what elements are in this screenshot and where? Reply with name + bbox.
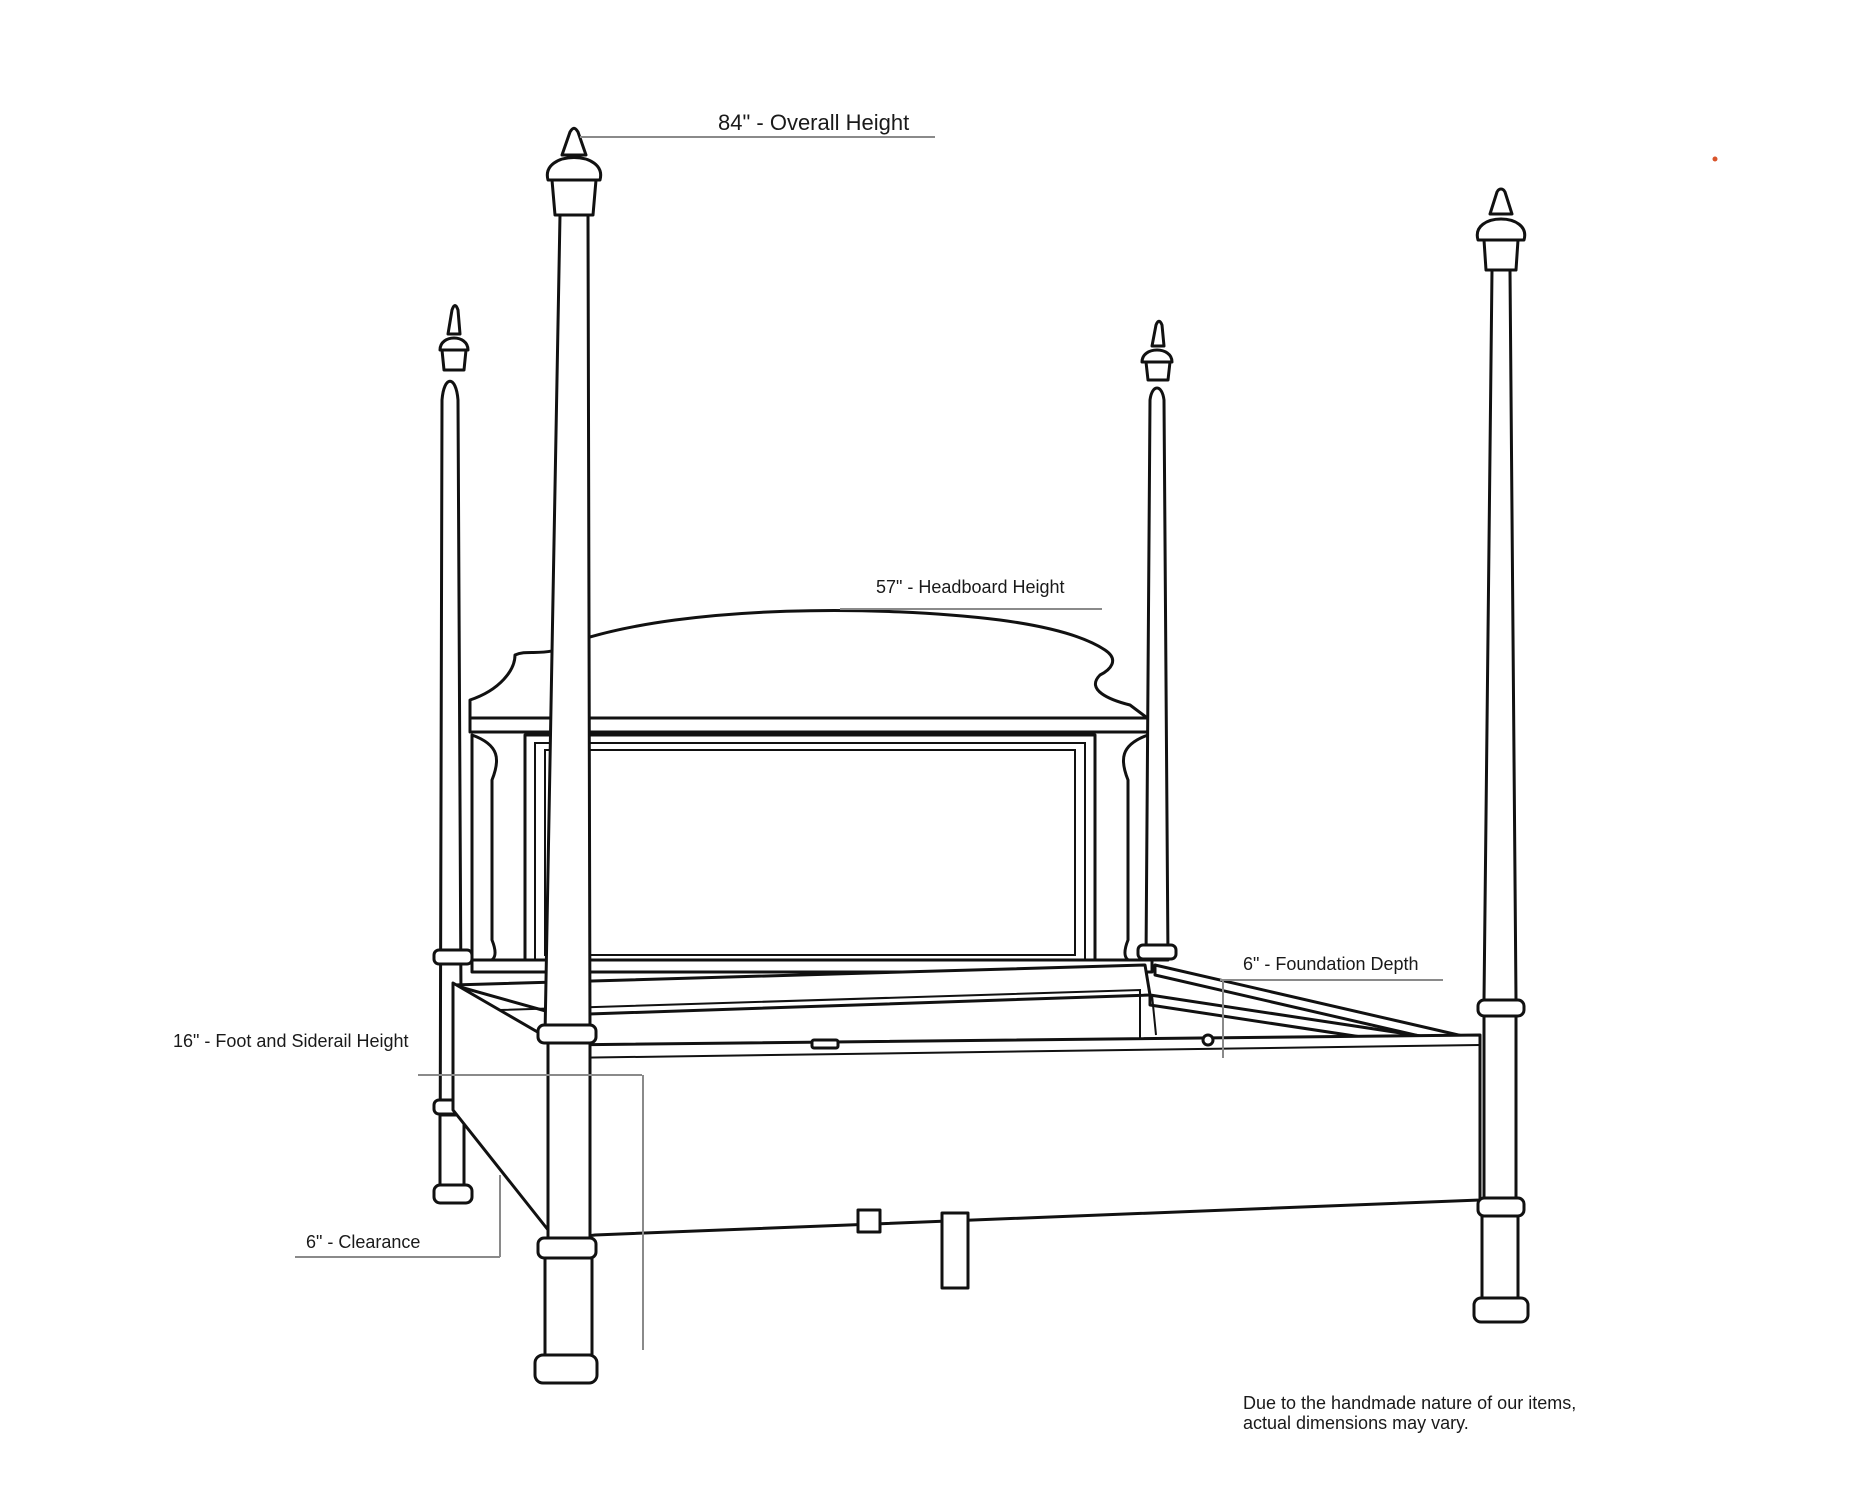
headboard (468, 608, 1154, 974)
back-right-post (1136, 319, 1178, 962)
front-left-post (533, 126, 603, 1385)
dimension-lines (295, 136, 1443, 1350)
foot-siderail-height-label: 16" - Foot and Siderail Height (173, 1031, 409, 1051)
disclaimer-line-1: Due to the handmade nature of our items, (1243, 1393, 1577, 1413)
back-left-post (432, 304, 474, 1205)
front-right-post (1472, 187, 1530, 1324)
bed-frame (451, 963, 1482, 1290)
disclaimer-line-2: actual dimensions may vary. (1243, 1413, 1469, 1433)
overall-height-label: 84" - Overall Height (718, 110, 910, 135)
marker-dot (1712, 156, 1718, 162)
foundation-depth-label: 6" - Foundation Depth (1243, 954, 1419, 974)
clearance-label: 6" - Clearance (306, 1232, 421, 1252)
disclaimer-note: Due to the handmade nature of our items,… (1243, 1393, 1576, 1433)
headboard-height-label: 57" - Headboard Height (876, 577, 1065, 597)
